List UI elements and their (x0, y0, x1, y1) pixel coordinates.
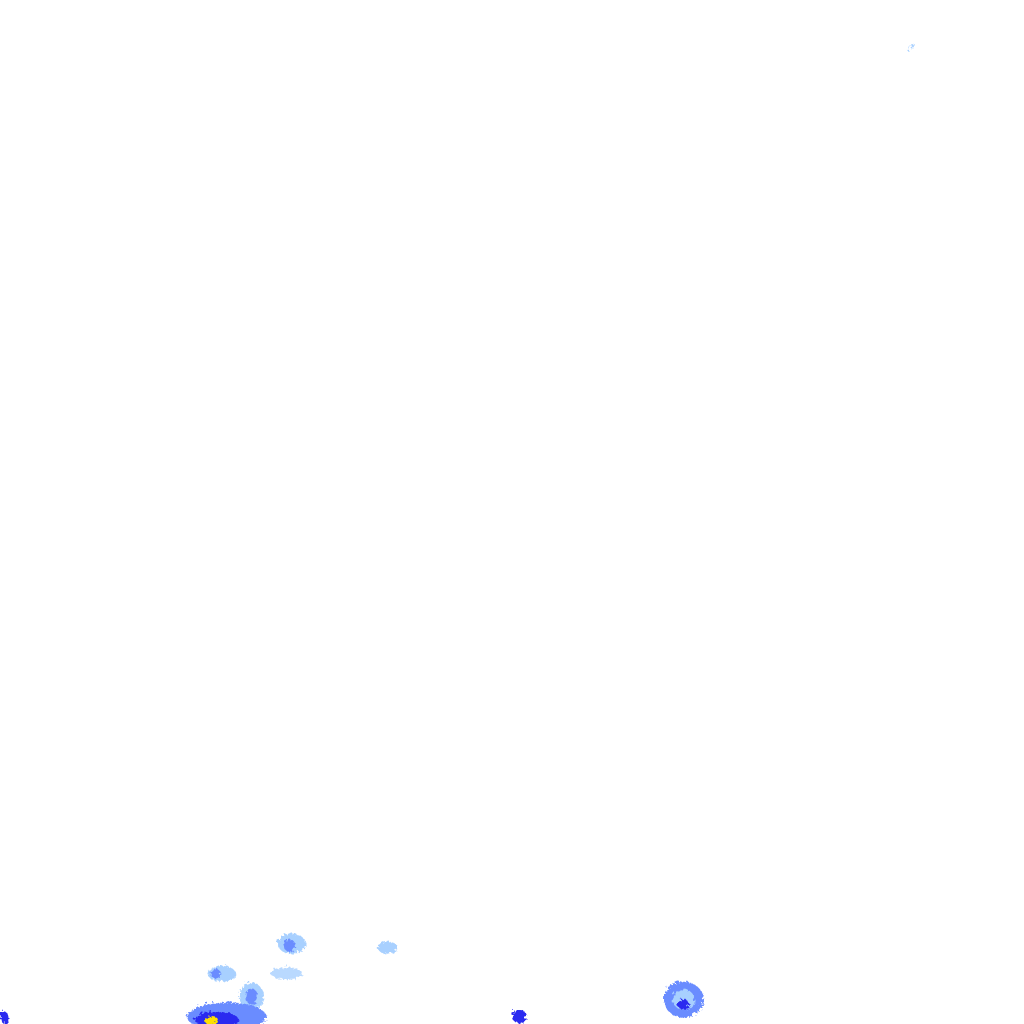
echo-cell (0, 1010, 7, 1022)
echo-streak (905, 41, 913, 51)
echo-cell (276, 932, 304, 952)
echo-cell (662, 980, 702, 1016)
echo-cell (376, 940, 396, 952)
echo-cluster (185, 964, 301, 1024)
echo-cell (511, 1008, 525, 1022)
